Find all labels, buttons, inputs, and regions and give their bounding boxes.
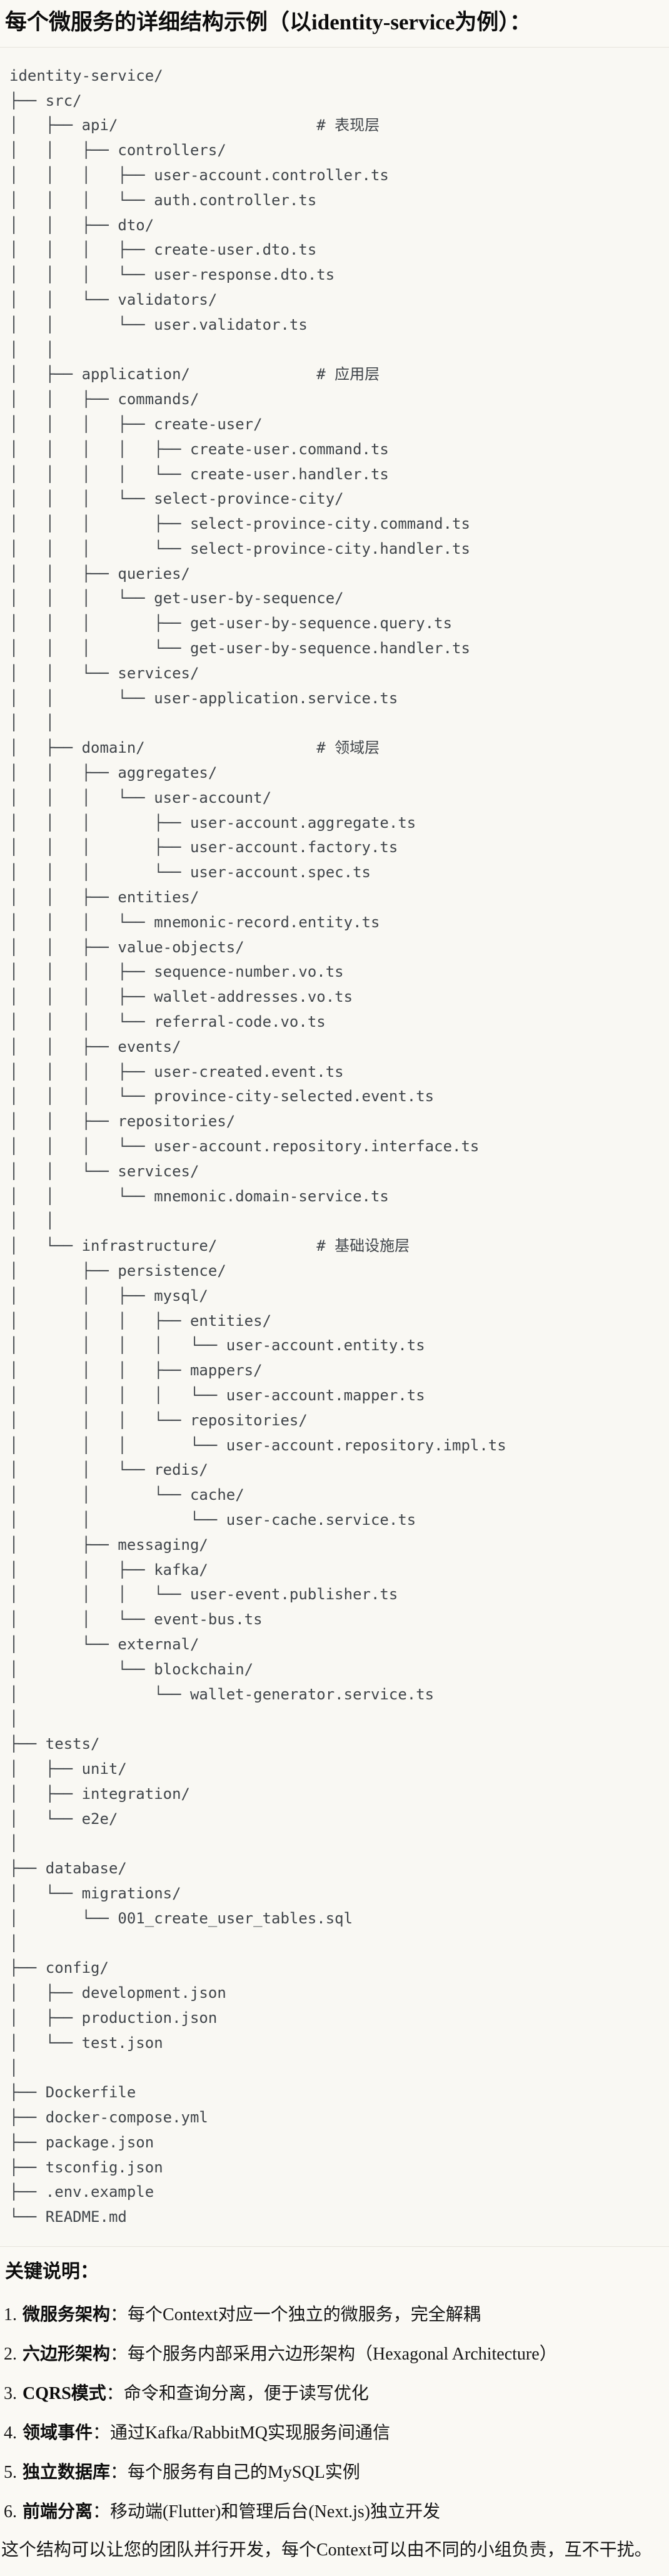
list-number: 5. — [4, 2463, 17, 2483]
list-item: 5. 独立数据库：每个服务有自己的MySQL实例 — [4, 2460, 669, 2485]
list-number: 6. — [4, 2502, 17, 2522]
list-label: CQRS模式 — [23, 2384, 106, 2404]
list-number: 2. — [4, 2344, 17, 2365]
list-item: 2. 六边形架构：每个服务内部采用六边形架构（Hexagonal Architec… — [4, 2342, 669, 2366]
list-colon: ： — [93, 2423, 111, 2443]
page-title: 每个微服务的详细结构示例（以identity-service为例）： — [5, 10, 531, 34]
list-label: 前端分离 — [23, 2502, 93, 2522]
list-label: 六边形架构 — [23, 2344, 111, 2365]
list-number: 3. — [4, 2384, 17, 2404]
list-label: 独立数据库 — [23, 2463, 111, 2483]
list-item: 3. CQRS模式：命令和查询分离，便于读写优化 — [4, 2381, 669, 2406]
key-notes-heading: 关键说明： — [5, 2261, 99, 2283]
key-notes-list: 1.微服务架构：每个Context对应一个独立的微服务，完全解耦 2.六边形架构… — [4, 2303, 669, 2524]
list-item: 6. 前端分离：移动端(Flutter)和管理后台(Next.js)独立开发 — [4, 2500, 669, 2524]
list-colon: ： — [93, 2502, 111, 2522]
list-description: 每个Context对应一个独立的微服务，完全解耦 — [128, 2305, 481, 2325]
closing-paragraph: 这个结构可以让您的团队并行开发，每个Context可以由不同的小组负责，互不干扰… — [1, 2540, 652, 2560]
list-colon: ： — [110, 2344, 128, 2365]
list-description: 每个服务内部采用六边形架构（Hexagonal Architecture） — [128, 2344, 557, 2365]
list-description: 每个服务有自己的MySQL实例 — [128, 2463, 360, 2483]
list-number: 1. — [4, 2305, 17, 2325]
list-description: 通过Kafka/RabbitMQ实现服务间通信 — [110, 2423, 390, 2443]
list-label: 微服务架构 — [23, 2305, 111, 2325]
list-item: 1. 微服务架构：每个Context对应一个独立的微服务，完全解耦 — [4, 2303, 669, 2327]
list-number: 4. — [4, 2423, 17, 2443]
markdown-message: 每个微服务的详细结构示例（以identity-service为例）： ident… — [0, 9, 669, 2562]
list-description: 移动端(Flutter)和管理后台(Next.js)独立开发 — [110, 2502, 441, 2522]
list-item: 4. 领域事件：通过Kafka/RabbitMQ实现服务间通信 — [4, 2421, 669, 2445]
code-block: identity-service/ ├── src/ │ ├── api/ # … — [0, 46, 669, 2248]
list-colon: ： — [110, 2463, 128, 2483]
list-label: 领域事件 — [23, 2423, 93, 2443]
file-tree: identity-service/ ├── src/ │ ├── api/ # … — [9, 66, 506, 2226]
list-description: 命令和查询分离，便于读写优化 — [123, 2384, 369, 2404]
list-colon: ： — [106, 2384, 124, 2404]
list-colon: ： — [110, 2305, 128, 2325]
